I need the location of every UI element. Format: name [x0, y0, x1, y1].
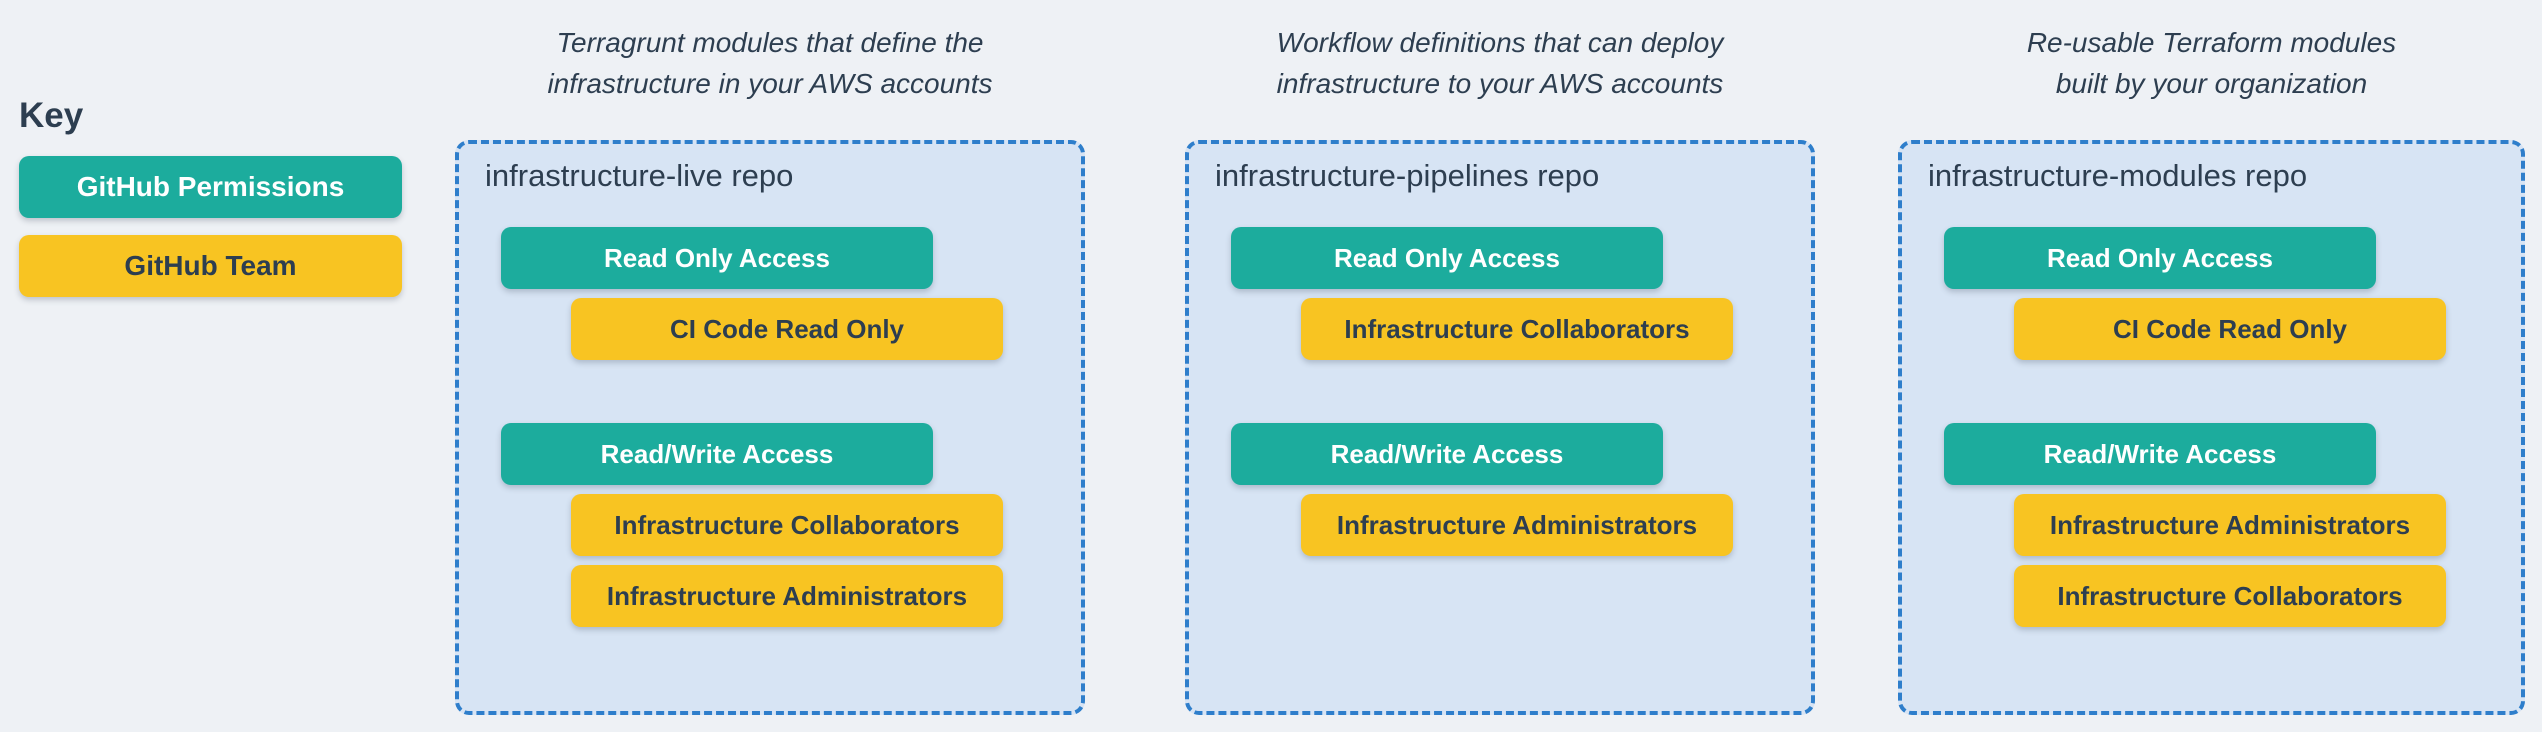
team-node: CI Code Read Only	[571, 298, 1003, 360]
permission-node: Read/Write Access	[1231, 423, 1663, 485]
team-node: Infrastructure Administrators	[2014, 494, 2446, 556]
column-header-line2: built by your organization	[2055, 68, 2368, 99]
column-header-line1: Workflow definitions that can deploy	[1276, 27, 1724, 58]
repo-box-infrastructure-modules: infrastructure-modules repo Read Only Ac…	[1898, 140, 2525, 715]
permission-group-read-write: Read/Write Access Infrastructure Collabo…	[459, 423, 1081, 627]
team-node: Infrastructure Administrators	[1301, 494, 1733, 556]
team-node: Infrastructure Collaborators	[2014, 565, 2446, 627]
column-header: Terragrunt modules that define the infra…	[455, 22, 1085, 104]
permission-group-read-only: Read Only Access Infrastructure Collabor…	[1189, 227, 1811, 360]
team-node: Infrastructure Collaborators	[1301, 298, 1733, 360]
repo-box-infrastructure-live: infrastructure-live repo Read Only Acces…	[455, 140, 1085, 715]
key-panel: Key GitHub Permissions GitHub Team	[19, 96, 402, 297]
repo-title: infrastructure-modules repo	[1928, 158, 2308, 193]
permission-node: Read Only Access	[1231, 227, 1663, 289]
repo-title: infrastructure-pipelines repo	[1215, 158, 1600, 193]
legend-github-team: GitHub Team	[19, 235, 402, 297]
permission-node: Read Only Access	[501, 227, 933, 289]
permission-group-read-only: Read Only Access CI Code Read Only	[1902, 227, 2521, 360]
column-header: Re-usable Terraform modules built by you…	[1898, 22, 2525, 104]
column-header-line2: infrastructure to your AWS accounts	[1276, 68, 1724, 99]
repo-title: infrastructure-live repo	[485, 158, 794, 193]
permission-node: Read/Write Access	[501, 423, 933, 485]
permission-node: Read Only Access	[1944, 227, 2376, 289]
legend-github-permissions: GitHub Permissions	[19, 156, 402, 218]
team-node: CI Code Read Only	[2014, 298, 2446, 360]
permission-group-read-write: Read/Write Access Infrastructure Adminis…	[1902, 423, 2521, 627]
key-heading: Key	[19, 96, 84, 135]
permission-group-read-only: Read Only Access CI Code Read Only	[459, 227, 1081, 360]
team-node: Infrastructure Administrators	[571, 565, 1003, 627]
column-header-line1: Re-usable Terraform modules	[2026, 27, 2397, 58]
column-header-line1: Terragrunt modules that define the	[556, 27, 984, 58]
column-header: Workflow definitions that can deploy inf…	[1185, 22, 1815, 104]
column-header-line2: infrastructure in your AWS accounts	[547, 68, 993, 99]
repo-box-infrastructure-pipelines: infrastructure-pipelines repo Read Only …	[1185, 140, 1815, 715]
team-node: Infrastructure Collaborators	[571, 494, 1003, 556]
permission-node: Read/Write Access	[1944, 423, 2376, 485]
permission-group-read-write: Read/Write Access Infrastructure Adminis…	[1189, 423, 1811, 556]
